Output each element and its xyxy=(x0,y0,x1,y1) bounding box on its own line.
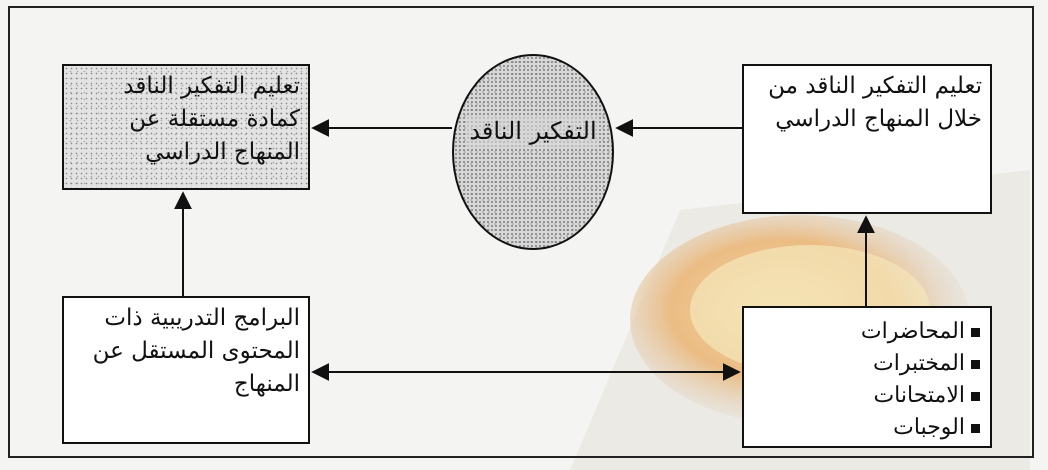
box-training-programs: البرامج التدريبية ذات المحتوى المستقل عن… xyxy=(62,296,310,444)
bullet-square-icon xyxy=(971,359,980,369)
activity-label: المختبرات xyxy=(873,351,965,376)
box-independent-subject-text: تعليم التفكير الناقد كمادة مستقلة عن الم… xyxy=(123,73,300,165)
oval-critical-thinking-text: التفكير الناقد xyxy=(467,115,599,147)
activity-item: المحاضرات xyxy=(744,316,980,348)
activity-item: المختبرات xyxy=(744,348,980,380)
oval-critical-thinking: التفكير الناقد xyxy=(452,54,614,250)
box-independent-subject: تعليم التفكير الناقد كمادة مستقلة عن الم… xyxy=(62,64,310,190)
activity-label: الامتحانات xyxy=(873,383,965,408)
activity-item: الامتحانات xyxy=(744,380,980,412)
box-activities: المحاضرات المختبرات الامتحانات الوجبات xyxy=(742,306,992,448)
bullet-square-icon xyxy=(971,391,980,401)
bullet-square-icon xyxy=(971,327,980,337)
box-through-curriculum-text: تعليم التفكير الناقد من خلال المنهاج الد… xyxy=(768,73,982,132)
activity-label: المحاضرات xyxy=(860,319,965,344)
box-training-programs-text: البرامج التدريبية ذات المحتوى المستقل عن… xyxy=(92,305,300,397)
activity-item: الوجبات xyxy=(744,412,980,444)
box-through-curriculum: تعليم التفكير الناقد من خلال المنهاج الد… xyxy=(742,64,992,214)
activity-label: الوجبات xyxy=(893,415,965,440)
activities-list: المحاضرات المختبرات الامتحانات الوجبات xyxy=(744,308,990,444)
outer-frame xyxy=(8,6,1034,458)
bullet-square-icon xyxy=(971,423,980,433)
